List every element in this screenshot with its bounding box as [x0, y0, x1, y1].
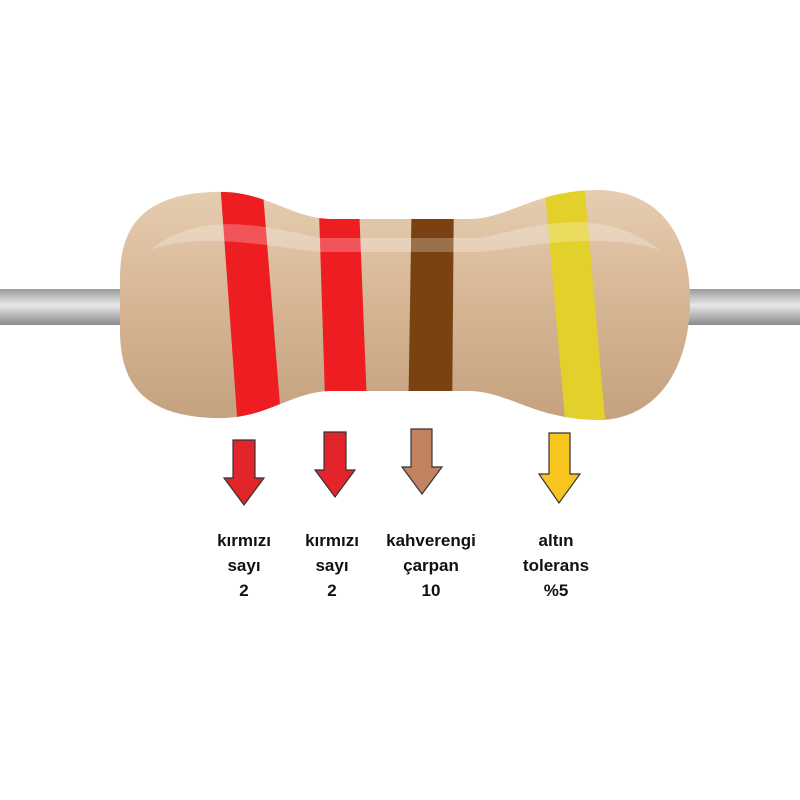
band-3-role: çarpan: [403, 556, 459, 575]
band-3-label: kahverengi çarpan 10: [361, 528, 501, 603]
arrow-2: [313, 431, 357, 499]
band-2-color-name: kırmızı: [305, 531, 359, 550]
band-2-label: kırmızı sayı 2: [262, 528, 402, 603]
arrow-4: [537, 432, 582, 505]
arrow-3: [400, 428, 444, 496]
band-4: [544, 190, 606, 420]
band-2: [318, 190, 368, 420]
left-lead: [0, 289, 130, 325]
band-1-role: sayı: [227, 556, 261, 575]
band-4-label: altın tolerans %5: [486, 528, 626, 603]
band-4-color-name: altın: [538, 531, 574, 550]
right-lead: [680, 289, 800, 325]
band-1-color-name: kırmızı: [217, 531, 271, 550]
band-2-role: sayı: [315, 556, 349, 575]
band-1-value: 2: [239, 581, 249, 600]
body-highlight: [150, 222, 660, 252]
resistor-body: [120, 190, 690, 420]
band-2-value: 2: [327, 581, 337, 600]
band-3-value: 10: [421, 581, 441, 600]
band-1-label: kırmızı sayı 2: [174, 528, 314, 603]
band-4-role: tolerans: [522, 556, 590, 575]
band-1: [220, 190, 282, 420]
band-3: [408, 190, 454, 420]
band-3-color-name: kahverengi: [386, 531, 476, 550]
band-4-value: %5: [543, 581, 569, 600]
arrow-1: [222, 439, 266, 507]
